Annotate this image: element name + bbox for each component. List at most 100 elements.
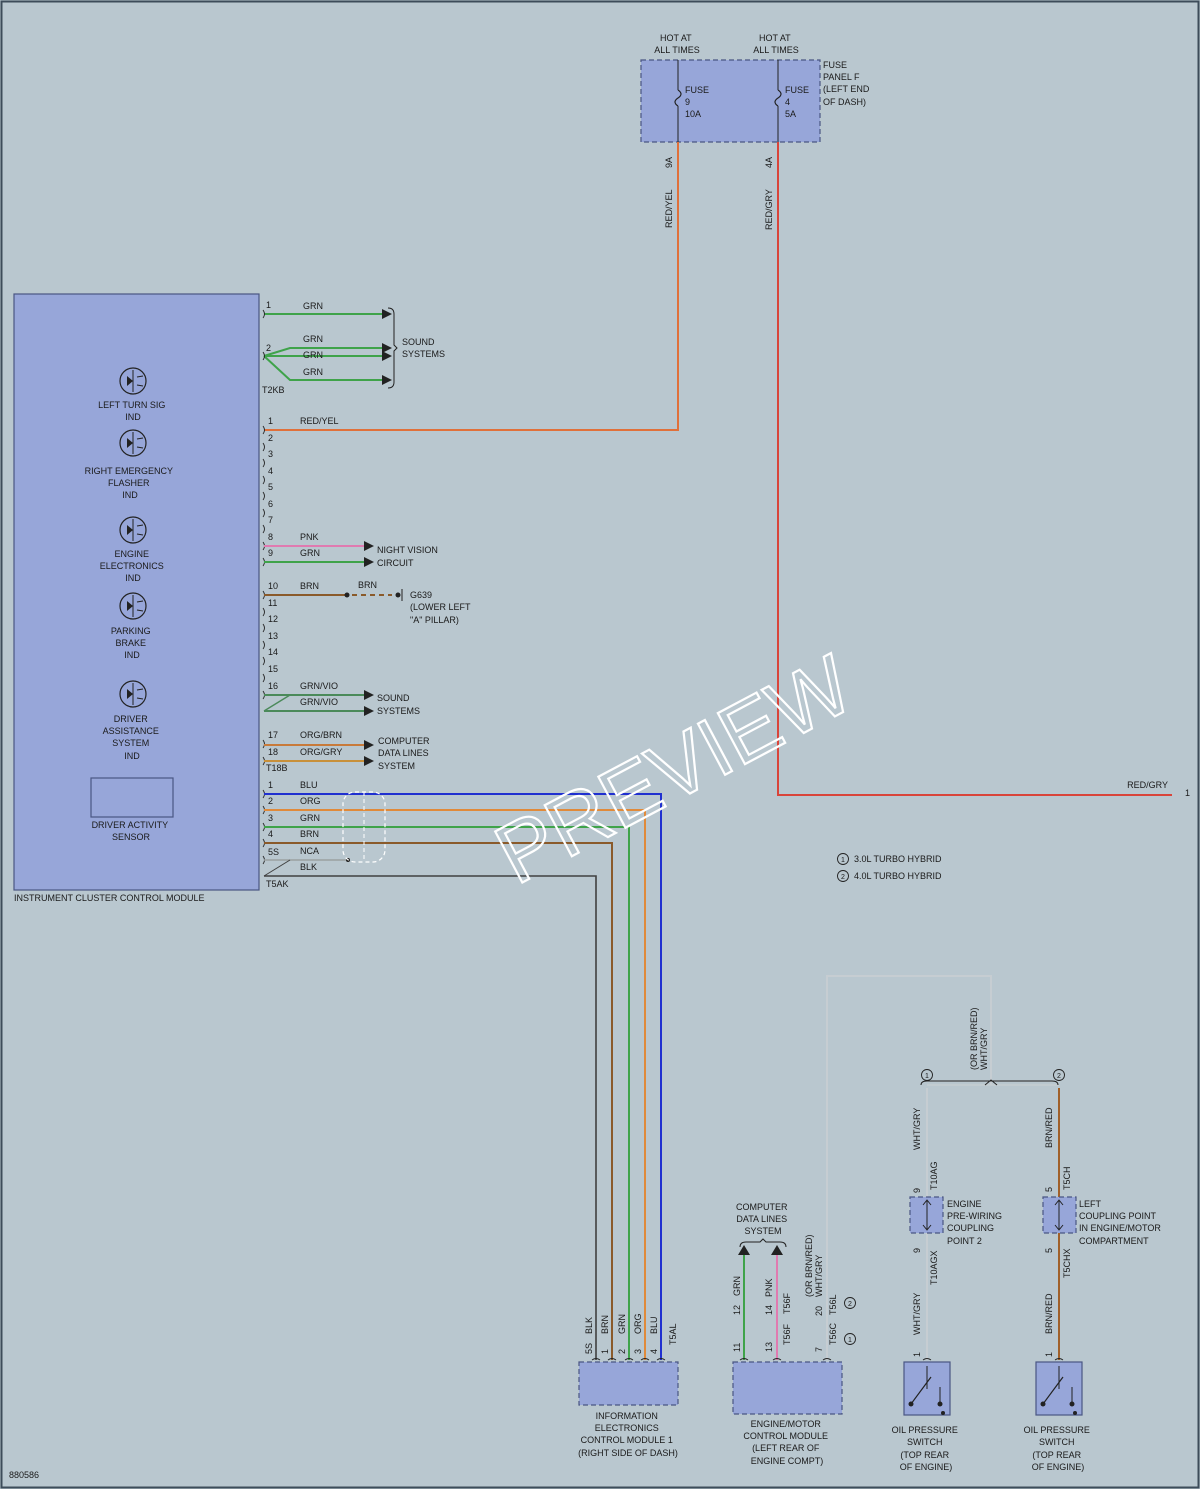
pin-label: 5 — [268, 482, 273, 492]
sound-systems-2: SOUND SYSTEMS — [263, 690, 420, 716]
wire-label: ORG — [300, 796, 321, 806]
t18b-wire-labels: RED/YEL PNK GRN BRN GRN/VIO GRN/VIO ORG/… — [300, 416, 342, 757]
wire-grn — [264, 826, 630, 1360]
indicator-label: ENGINE ELECTRONICS IND — [100, 549, 167, 583]
pin-label: 13 — [268, 631, 278, 641]
wire-label: BLK — [300, 862, 317, 872]
connector-t18b: 1 2 3 4 5 6 7 8 9 10 11 12 13 14 15 16 1… — [266, 416, 342, 773]
variant-num: 1 — [848, 1337, 852, 1344]
hot-at-all-times-label-1: HOT AT ALL TIMES — [654, 33, 700, 55]
pin-label: 8 — [268, 532, 273, 542]
wire-label-red-yel: RED/YEL — [664, 189, 674, 228]
pin-label: 14 — [764, 1305, 774, 1315]
wire-label: BLK — [584, 1317, 594, 1334]
switch-2-label: OIL PRESSURE SWITCH (TOP REAR OF ENGINE) — [1024, 1425, 1093, 1472]
pin-label: 4 — [649, 1349, 659, 1354]
indicator-label: RIGHT EMERGENCY FLASHER IND — [85, 466, 176, 500]
wire-label: ORG/GRY — [300, 747, 342, 757]
wire-label: NCA — [300, 846, 319, 856]
wire-label: GRN — [732, 1276, 742, 1296]
fuse-panel-box — [640, 59, 821, 143]
driver-activity-sensor: DRIVER ACTIVITY SENSOR — [90, 777, 174, 842]
arrow-icon — [364, 541, 374, 567]
wire-red-gry — [777, 142, 1172, 796]
night-vision-label: NIGHT VISION CIRCUIT — [377, 545, 440, 568]
wire-label: BRN — [300, 581, 319, 591]
pin-label: 12 — [268, 614, 278, 624]
wire-red-yel — [264, 142, 679, 431]
pin-label: 1 — [600, 1349, 610, 1354]
pin-label: 6 — [268, 499, 273, 509]
pin-label: 13 — [764, 1342, 774, 1352]
variant-branch: WHT/GRY (OR BRN/RED) 1 2 — [920, 1007, 1065, 1086]
diagram-id: 880586 — [9, 1470, 39, 1480]
pin-label: 18 — [268, 747, 278, 757]
wire-label: GRN — [300, 548, 320, 558]
pin-label: 14 — [268, 647, 278, 657]
computer-data-lines: COMPUTER DATA LINES SYSTEM — [264, 736, 432, 771]
wire-label: GRN — [300, 813, 320, 823]
indicator-lamp-icon — [119, 592, 147, 620]
instrument-cluster-module: INSTRUMENT CLUSTER CONTROL MODULE LEFT T… — [13, 293, 260, 903]
wire-label: PNK — [300, 532, 319, 542]
wire-label: RED/YEL — [300, 416, 339, 426]
indicator-engine-electronics: ENGINE ELECTRONICS IND — [100, 516, 167, 583]
ecm-label: ENGINE/MOTOR CONTROL MODULE (LEFT REAR O… — [743, 1419, 830, 1466]
oil-pressure-switch-1: 1 OIL PRESSURE SWITCH (TOP REAR OF ENGIN… — [892, 1352, 961, 1472]
pin-label: 5S — [584, 1343, 594, 1354]
pin-label: 17 — [268, 730, 278, 740]
indicator-parking-brake: PARKING BRAKE IND — [111, 592, 151, 660]
pin-label: 1 — [1044, 1352, 1054, 1357]
pin-label: 5S — [268, 847, 279, 857]
indicator-right-emergency: RIGHT EMERGENCY FLASHER IND — [85, 429, 176, 500]
pin-label: 1 — [266, 300, 271, 310]
wire-label: (OR BRN/RED) — [969, 1007, 979, 1070]
wire-label: GRN — [303, 367, 323, 377]
indicator-label: LEFT TURN SIG IND — [98, 400, 168, 422]
pin-label: 7 — [814, 1347, 824, 1352]
switch-1-label: OIL PRESSURE SWITCH (TOP REAR OF ENGINE) — [892, 1425, 961, 1472]
wire-label: BLU — [649, 1316, 659, 1334]
sound-systems-label-1: SOUND SYSTEMS — [402, 337, 445, 359]
wire-label: ORG — [633, 1313, 643, 1334]
pin-label: 4 — [268, 466, 273, 476]
wire-label: WHT/GRY — [814, 1255, 824, 1297]
connector-label: T56L — [828, 1294, 838, 1315]
wire-label: (OR BRN/RED) — [804, 1234, 814, 1297]
pin-label: 5 — [1044, 1248, 1054, 1253]
wire-blu — [264, 793, 662, 1360]
fuse-symbol-icon — [774, 89, 782, 107]
variant-num: 2 — [1057, 1073, 1061, 1080]
hot-at-all-times-label-2: HOT AT ALL TIMES — [753, 33, 799, 55]
branch-node-icon — [984, 1079, 998, 1086]
pin-label: 2 — [268, 796, 273, 806]
bracket-icon — [739, 1238, 787, 1248]
pin-label: 3 — [633, 1349, 643, 1354]
pin-label: 7 — [268, 515, 273, 525]
wire-label: GRN — [303, 301, 323, 311]
connector-label: T56C — [828, 1322, 838, 1345]
t18b-pin-labels: 1 2 3 4 5 6 7 8 9 10 11 12 13 14 15 16 1… — [268, 416, 278, 757]
pin-label: 4 — [268, 829, 273, 839]
pin-label: 9 — [912, 1248, 922, 1253]
ground-label: G639 (LOWER LEFT "A" PILLAR) — [410, 590, 473, 625]
arrow-icon — [364, 740, 374, 766]
connector-label: T10AG — [929, 1161, 939, 1190]
cdl-label: COMPUTER DATA LINES SYSTEM — [378, 736, 432, 771]
switch-contact-icon — [1040, 1366, 1077, 1415]
indicator-driver-assistance: DRIVER ASSISTANCE SYSTEM IND — [103, 680, 162, 761]
wire-label: WHT/GRY — [979, 1028, 989, 1070]
sensor-label: DRIVER ACTIVITY SENSOR — [92, 820, 171, 842]
wire-label: PNK — [764, 1278, 774, 1297]
pin-label: 5 — [1044, 1187, 1054, 1192]
wire-label: GRN/VIO — [300, 681, 338, 691]
legend-item: 2 4.0L TURBO HYBRID — [837, 870, 942, 882]
connector-label: T18B — [266, 763, 288, 773]
variant-num: 2 — [848, 1301, 852, 1308]
connector-label: T5AK — [266, 879, 289, 889]
indicator-label: DRIVER ASSISTANCE SYSTEM IND — [103, 714, 162, 761]
connector-label: T5CHX — [1062, 1248, 1072, 1278]
information-electronics-module: 5S BLK 1 BRN 2 GRN 3 ORG 4 BLU T5AL INFO… — [578, 1313, 679, 1458]
arrow-icon — [364, 690, 374, 716]
